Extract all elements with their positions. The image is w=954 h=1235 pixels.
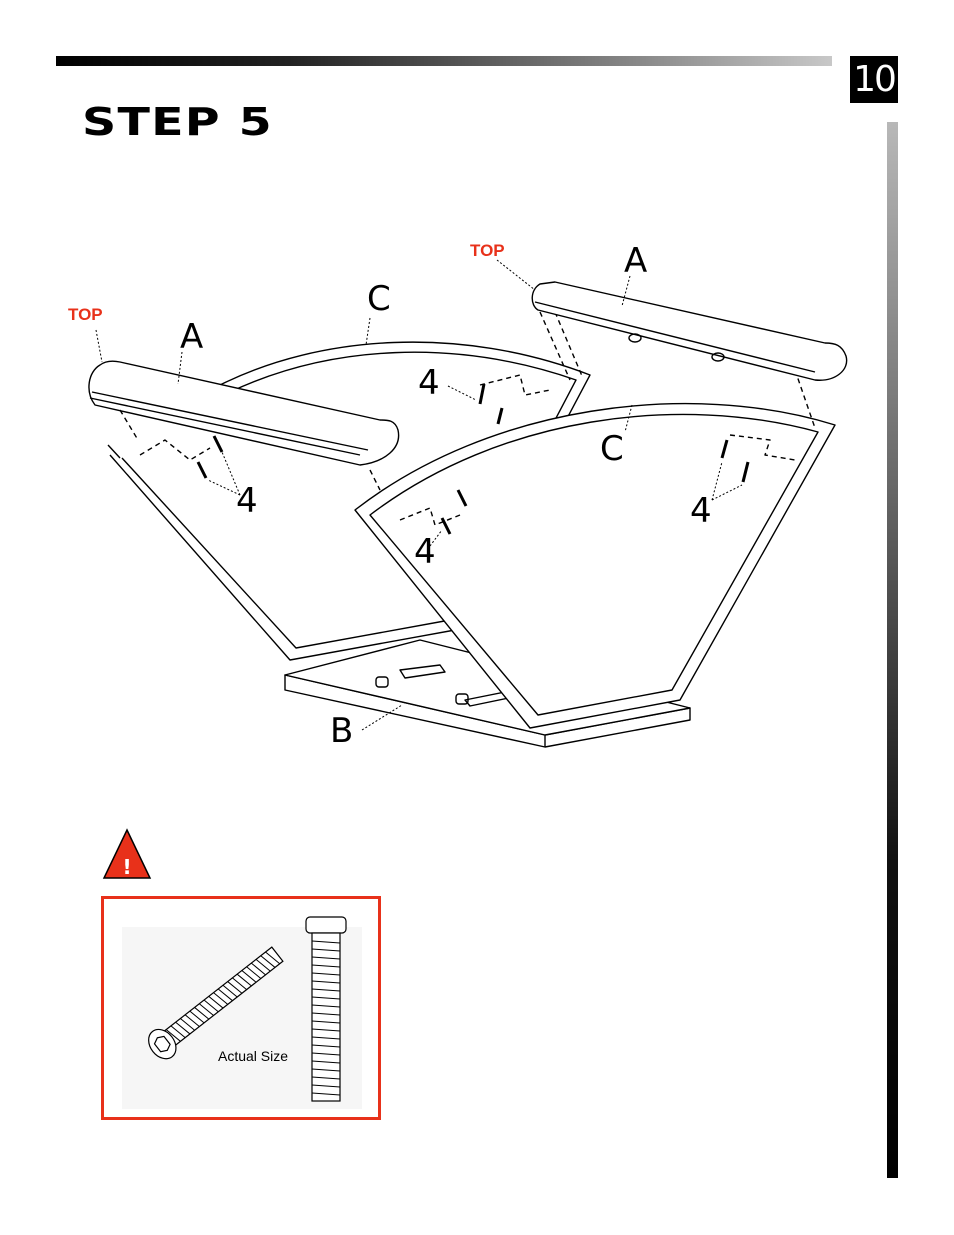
bolt-illustration: Actual Size	[104, 899, 378, 1117]
screw-callout-back: 4	[418, 363, 440, 403]
part-c-front-label: C	[600, 429, 624, 469]
part-a-right-label: A	[624, 241, 647, 281]
top-label-right: TOP	[470, 241, 505, 260]
armrest-a-right	[532, 282, 846, 380]
part-b-label: B	[330, 711, 353, 751]
hardware-box: Actual Size	[101, 896, 381, 1120]
part-c-back-label: C	[367, 279, 391, 319]
screw-callout-front-right: 4	[690, 491, 712, 531]
screw-callout-front-left: 4	[414, 532, 436, 572]
part-a-left-label: A	[180, 317, 203, 357]
vertical-bolt	[306, 917, 346, 1101]
top-label-left: TOP	[68, 305, 103, 324]
warning-symbol: !	[122, 855, 131, 879]
screw-callout-left: 4	[236, 481, 258, 521]
warning-icon: !	[104, 830, 150, 879]
actual-size-caption: Actual Size	[218, 1048, 288, 1064]
